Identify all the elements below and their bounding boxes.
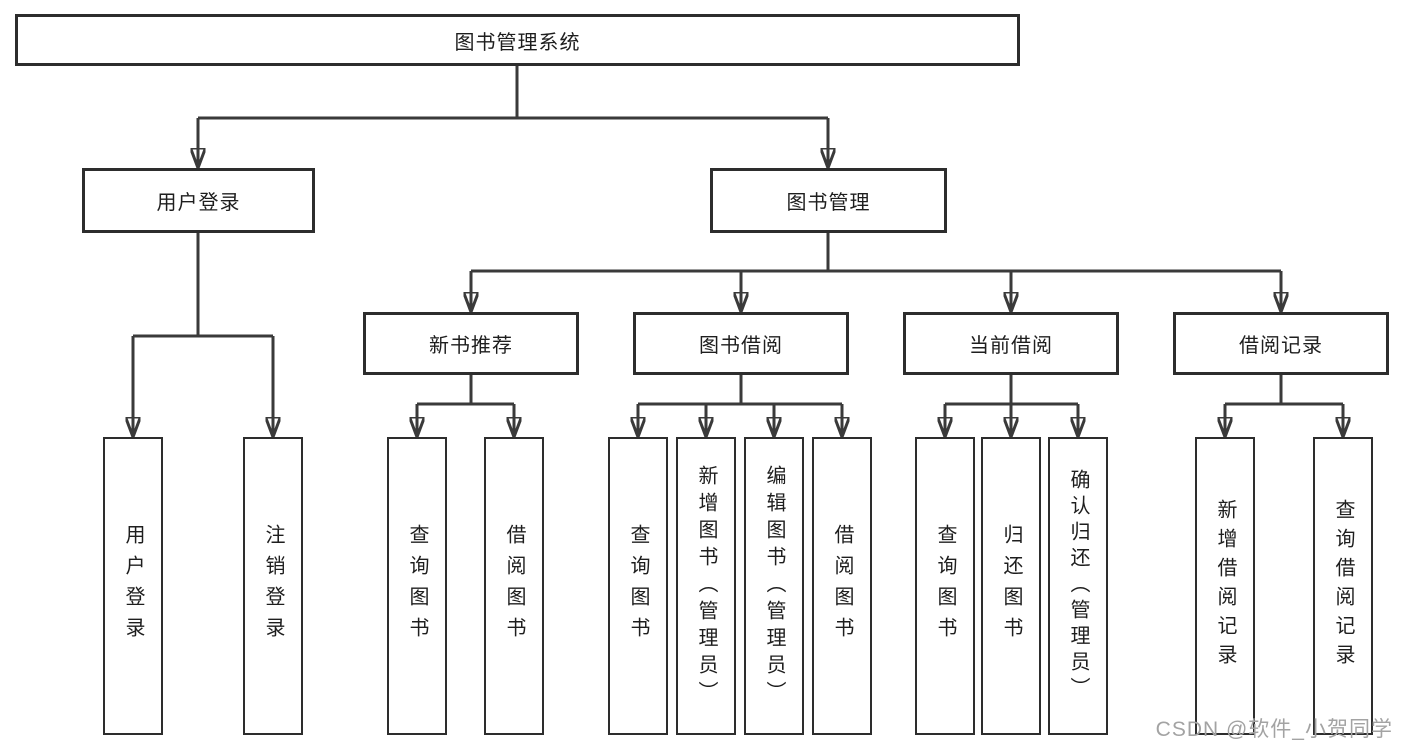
leaf-current-confirm-return-admin: 确认归还（管理员） [1048,437,1108,735]
leaf-borrow-borrow-books: 借阅图书 [812,437,872,735]
leaf-logout: 注销登录 [243,437,303,735]
node-root-library-system: 图书管理系统 [15,14,1020,66]
connector-bookmgmt-stem [471,233,1281,273]
leaf-borrow-query-books: 查询图书 [608,437,668,735]
leaf-newbook-borrow-books: 借阅图书 [484,437,544,735]
leaf-borrow-add-books-admin: 新增图书（管理员） [676,437,736,735]
connector-newbook-stem [417,375,514,406]
connector-currentborrow-stem [945,375,1078,406]
connector-root-stem [198,66,828,120]
connector-bookborrow-stem [638,375,842,406]
leaf-current-return-books: 归还图书 [981,437,1041,735]
leaf-records-add-borrow-record: 新增借阅记录 [1195,437,1255,735]
leaf-newbook-query-books: 查询图书 [387,437,447,735]
node-book-borrow: 图书借阅 [633,312,849,375]
csdn-watermark: CSDN @软件_小贺同学 [1155,718,1393,741]
connector-userlogin-stem [133,233,273,338]
connector-borrowrecords-stem [1225,375,1343,406]
leaf-user-login: 用户登录 [103,437,163,735]
node-user-login: 用户登录 [82,168,315,233]
node-current-borrow: 当前借阅 [903,312,1119,375]
node-new-book-recommend: 新书推荐 [363,312,579,375]
leaf-records-query-borrow-record: 查询借阅记录 [1313,437,1373,735]
node-book-management: 图书管理 [710,168,947,233]
leaf-current-query-books: 查询图书 [915,437,975,735]
node-borrow-records: 借阅记录 [1173,312,1389,375]
leaf-borrow-edit-books-admin: 编辑图书（管理员） [744,437,804,735]
